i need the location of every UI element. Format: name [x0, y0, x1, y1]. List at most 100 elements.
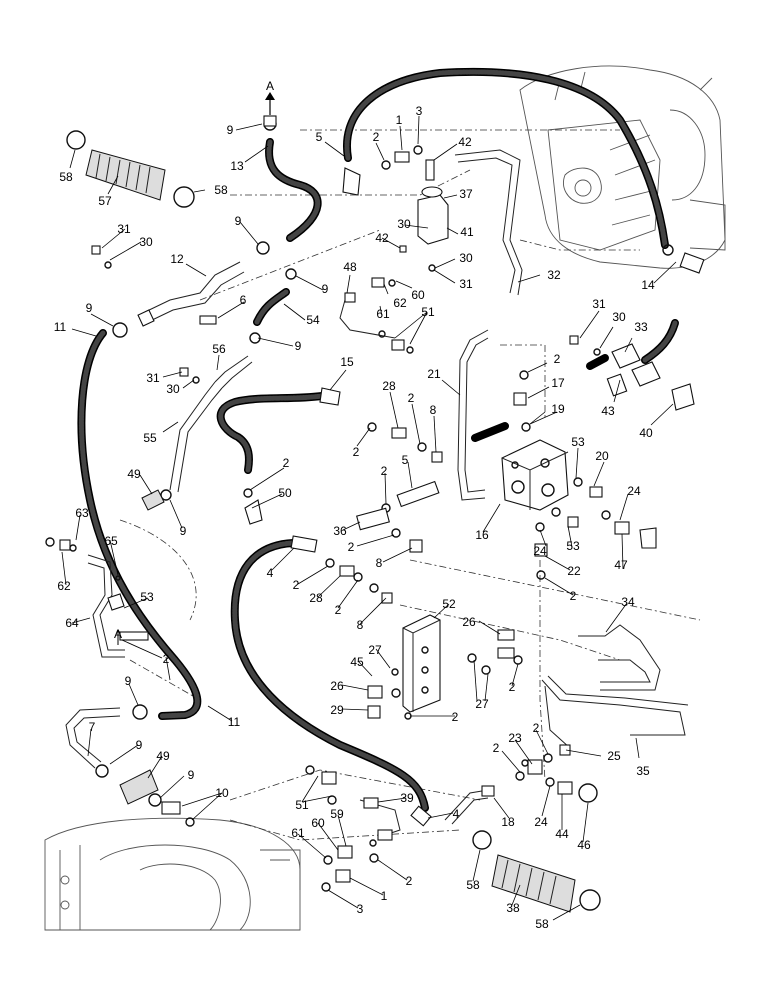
callout-24: 24 — [534, 815, 548, 829]
callout-53: 53 — [566, 539, 580, 553]
callout-31: 31 — [146, 371, 160, 385]
section-mark-a-bottom: A — [114, 627, 122, 641]
callout-30: 30 — [459, 251, 473, 265]
hose-54 — [253, 288, 290, 326]
callout-32: 32 — [547, 268, 561, 282]
callout-12: 12 — [170, 252, 184, 266]
callout-57: 57 — [98, 194, 112, 208]
callout-14: 14 — [641, 278, 655, 292]
callout-28: 28 — [309, 591, 323, 605]
callout-42: 42 — [458, 135, 472, 149]
callout-34: 34 — [621, 595, 635, 609]
callout-36: 36 — [333, 524, 347, 538]
callout-13: 13 — [230, 159, 244, 173]
control-valve-16 — [501, 439, 569, 511]
callout-61: 61 — [376, 307, 390, 321]
callout-38: 38 — [506, 901, 520, 915]
tube-25 — [544, 685, 571, 749]
callout-7: 7 — [89, 720, 96, 734]
callout-27: 27 — [475, 697, 489, 711]
tube-12 — [137, 261, 245, 327]
callout-3: 3 — [357, 902, 364, 916]
callout-9: 9 — [188, 768, 195, 782]
hose-13 — [265, 138, 322, 242]
callout-31: 31 — [592, 297, 606, 311]
callout-62: 62 — [57, 579, 71, 593]
callout-2: 2 — [353, 445, 360, 459]
manifold-block-52 — [402, 614, 441, 713]
callout-58: 58 — [466, 878, 480, 892]
callout-64: 64 — [65, 616, 79, 630]
tube-34 — [578, 624, 661, 691]
section-arrow-a-top — [265, 92, 275, 115]
bracket-41-37 — [417, 186, 449, 245]
callout-19: 19 — [551, 402, 565, 416]
callout-24: 24 — [627, 484, 641, 498]
callout-10: 10 — [215, 786, 229, 800]
callout-60: 60 — [411, 288, 425, 302]
callout-59: 59 — [330, 807, 344, 821]
callout-42: 42 — [375, 231, 389, 245]
callout-4: 4 — [267, 566, 274, 580]
callout-27: 27 — [368, 643, 382, 657]
tube-7 — [65, 707, 121, 769]
callout-9: 9 — [125, 674, 132, 688]
callout-30: 30 — [139, 235, 153, 249]
tube-35 — [541, 675, 689, 736]
transmission-housing-top-right — [519, 65, 726, 269]
callout-9: 9 — [322, 282, 329, 296]
callout-labels: A A 58 57 58 9 13 9 31 30 12 6 9 11 5 2 … — [54, 79, 655, 931]
callout-2: 2 — [408, 391, 415, 405]
callout-62: 62 — [393, 296, 407, 310]
callout-30: 30 — [397, 217, 411, 231]
callout-9: 9 — [180, 524, 187, 538]
callout-51: 51 — [295, 798, 309, 812]
hose-5-upper — [343, 67, 669, 249]
callout-21: 21 — [427, 367, 441, 381]
callout-22: 22 — [567, 564, 581, 578]
callout-58: 58 — [59, 170, 73, 184]
callout-2: 2 — [452, 710, 459, 724]
section-mark-a-top: A — [266, 79, 274, 93]
callout-26: 26 — [462, 615, 476, 629]
callout-11: 11 — [228, 715, 241, 729]
callout-4: 4 — [453, 807, 460, 821]
callout-39: 39 — [400, 791, 414, 805]
callout-40: 40 — [639, 426, 653, 440]
callout-2: 2 — [283, 456, 290, 470]
callout-50: 50 — [278, 486, 292, 500]
callout-2: 2 — [509, 680, 516, 694]
callout-9: 9 — [86, 301, 93, 315]
callout-2: 2 — [493, 741, 500, 755]
callout-35: 35 — [636, 764, 650, 778]
callout-8: 8 — [357, 618, 364, 632]
callout-2: 2 — [554, 352, 561, 366]
callout-2: 2 — [293, 578, 300, 592]
callout-30: 30 — [166, 382, 180, 396]
reference-lines — [119, 129, 701, 841]
callout-33: 33 — [634, 320, 648, 334]
callout-2: 2 — [348, 540, 355, 554]
callout-47: 47 — [614, 558, 628, 572]
callout-11: 11 — [54, 320, 67, 334]
callout-2: 2 — [570, 589, 577, 603]
transmission-housing-bottom-left — [44, 817, 301, 931]
callout-16: 16 — [475, 528, 489, 542]
callout-5: 5 — [316, 130, 323, 144]
callout-29: 29 — [330, 703, 344, 717]
callout-9: 9 — [235, 214, 242, 228]
callout-15: 15 — [340, 355, 354, 369]
callout-58: 58 — [214, 183, 228, 197]
callout-2: 2 — [406, 874, 413, 888]
callout-41: 41 — [460, 225, 474, 239]
hose-15 — [216, 392, 326, 474]
callout-31: 31 — [117, 222, 131, 236]
callout-20: 20 — [595, 449, 609, 463]
callout-9: 9 — [136, 738, 143, 752]
callout-37: 37 — [459, 187, 473, 201]
callout-8: 8 — [376, 556, 383, 570]
callout-45: 45 — [350, 655, 364, 669]
hose-33-right — [471, 319, 679, 442]
callout-2: 2 — [163, 652, 170, 666]
